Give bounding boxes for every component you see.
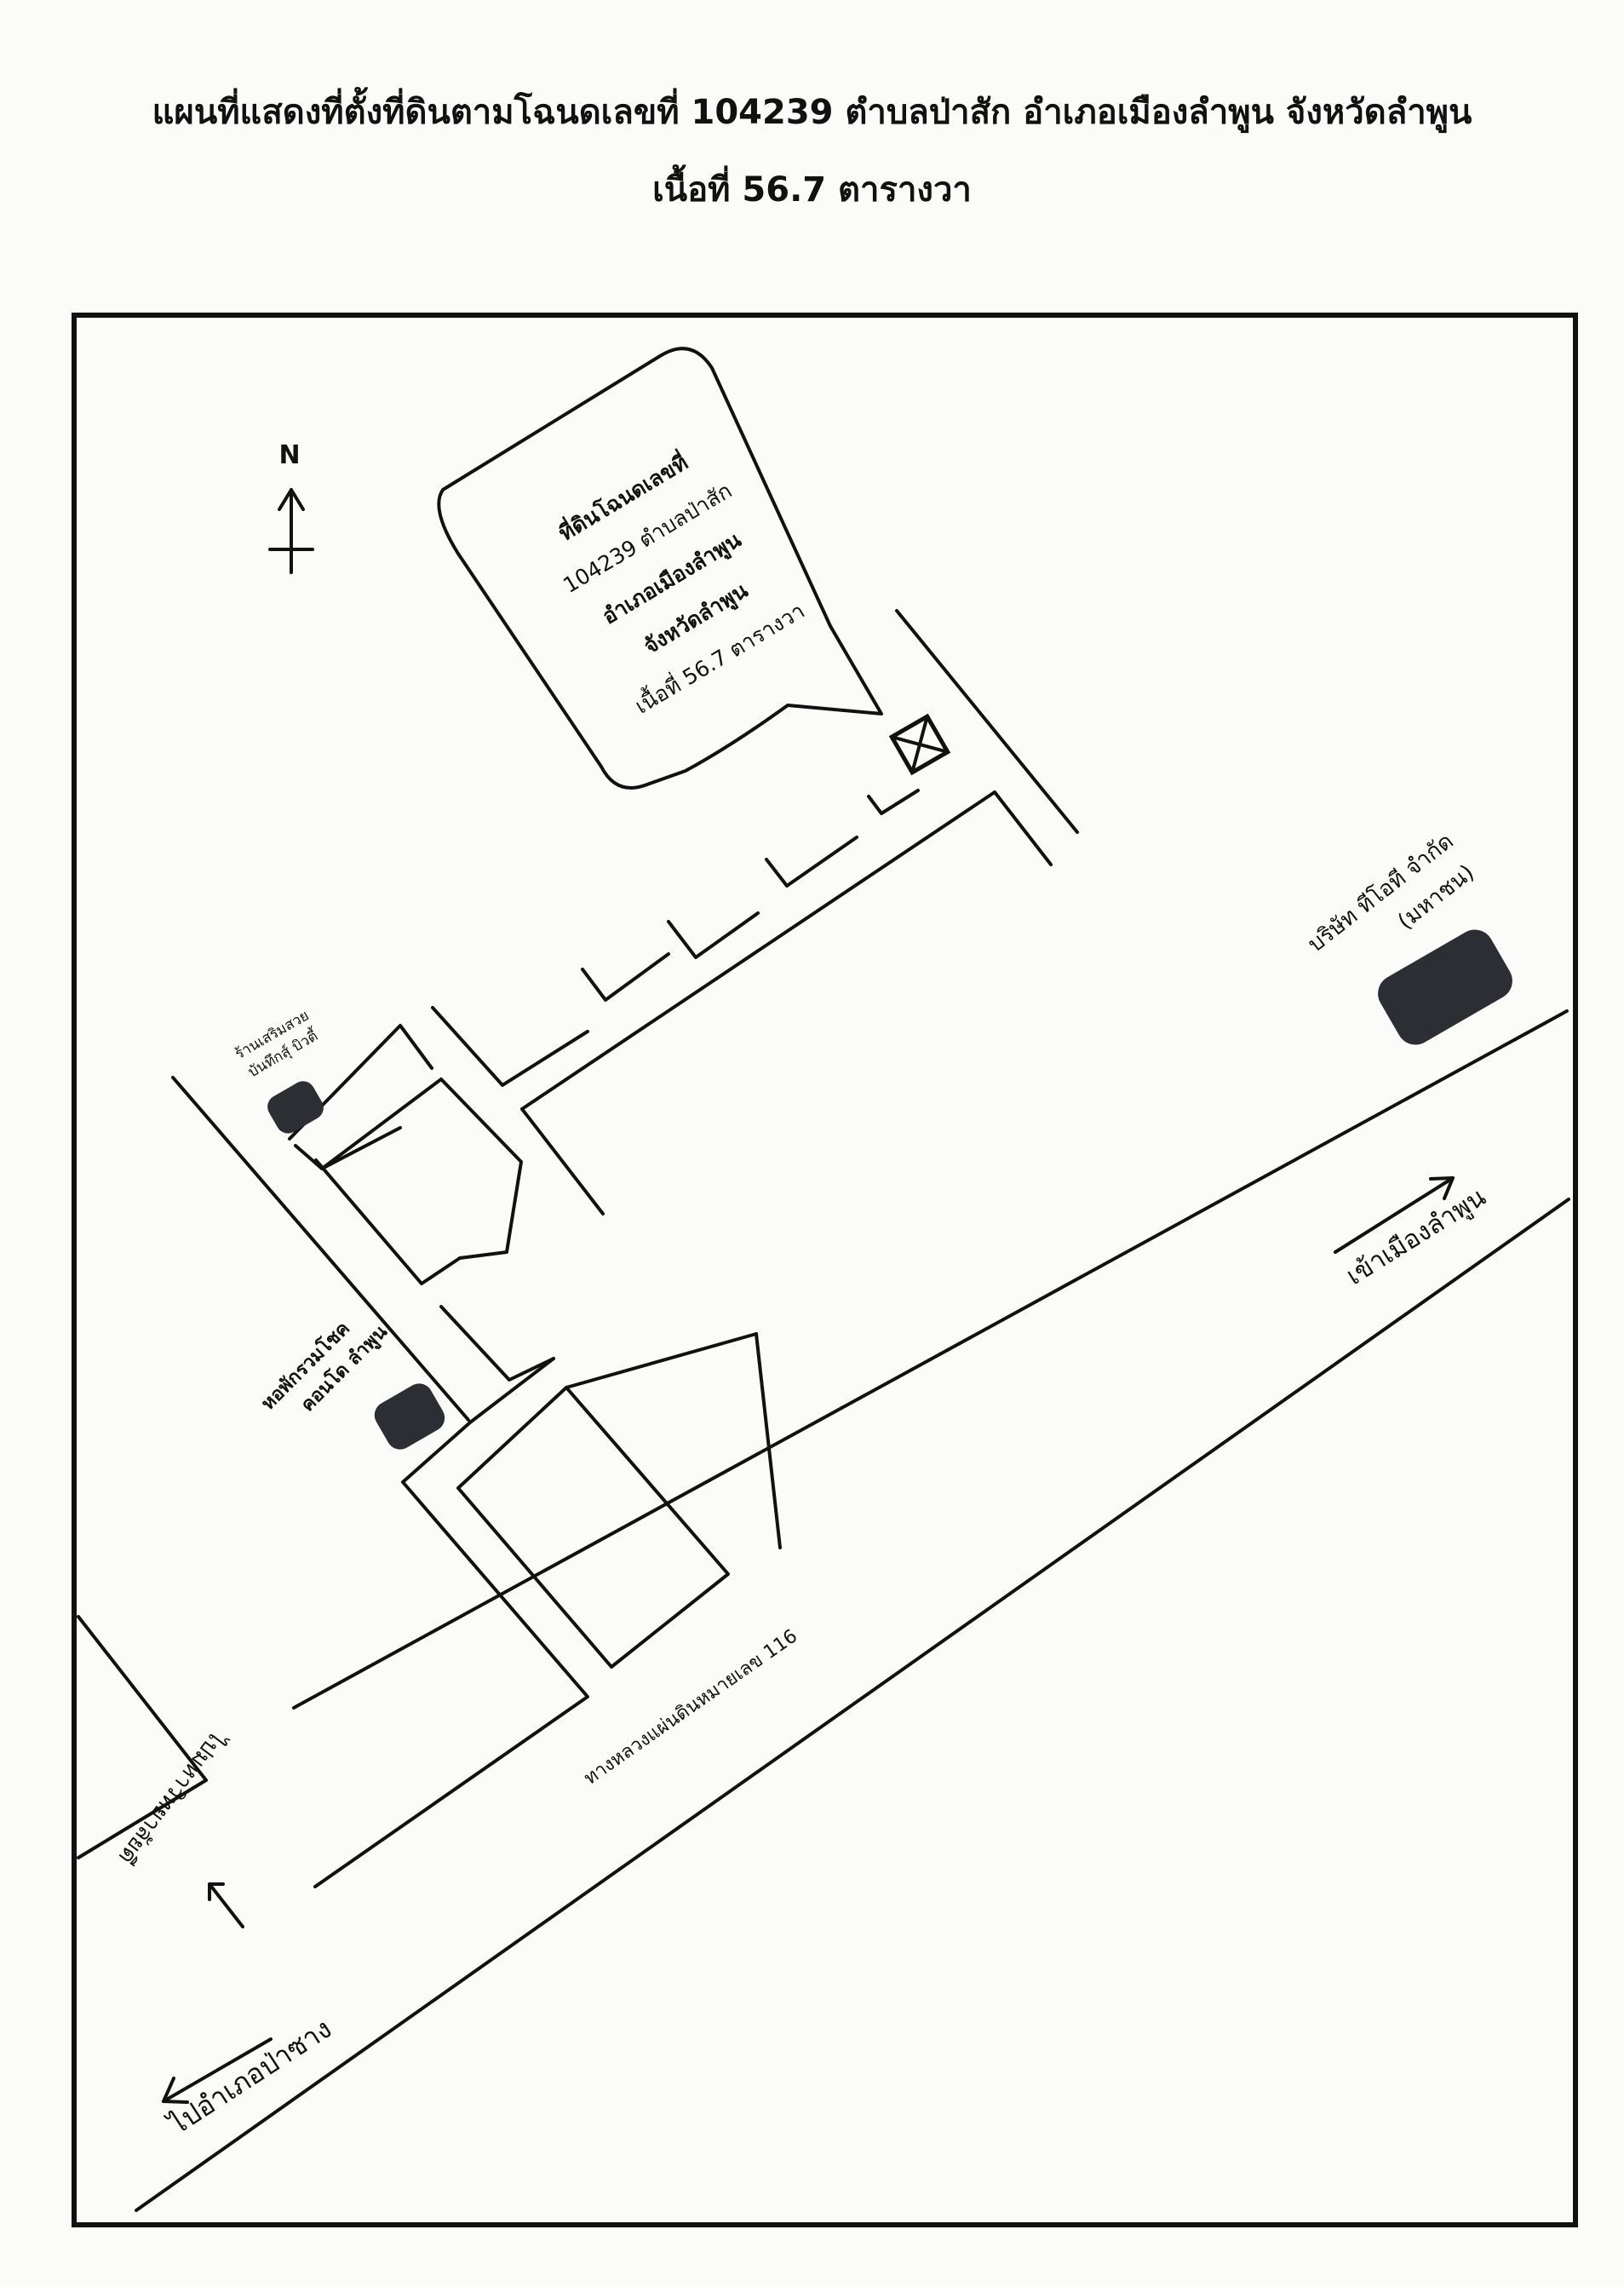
dorm-building (374, 1383, 445, 1450)
to-side-arrow-icon (208, 1882, 225, 1901)
to-city-direction: เข้าเมืองลำพูน (1334, 1176, 1491, 1291)
north-label: N (278, 440, 300, 470)
to-side-label: ไปมหาวิทยาลัยดี (113, 1724, 232, 1869)
map-frame (72, 313, 1578, 2227)
parcel-marker-icon (888, 713, 951, 776)
tot-company-landmark: บริษัท ทีโอที จำกัด (มหาชน) (1303, 828, 1512, 1045)
to-city-arrow-icon (1429, 1176, 1455, 1200)
soi-road (431, 609, 1079, 1215)
to-city-label: เข้าเมืองลำพูน (1341, 1182, 1491, 1291)
tot-building (1378, 929, 1512, 1045)
highway-116 (135, 1009, 1570, 2212)
beauty-salon-landmark: ร้านเสริมสวย บันทึกสุ์ บิวตี้ (232, 1007, 324, 1134)
to-pasang-label: ไปอำเภอป่าซาง (162, 2012, 337, 2141)
map-subtitle-area: เนื้อที่ 56.7 ตารางวา (652, 170, 972, 210)
map-title: แผนที่แสดงที่ตั้งที่ดินตามโฉนดเลขที่ 104… (152, 93, 1472, 132)
side-road (77, 1024, 782, 1888)
dormitory-landmark: หอพักรวมโชค คอนโด ลำพูน (256, 1317, 445, 1450)
parcel-callout: ที่ดินโฉนดเลขที่ 104239 ตำบลป่าสัก อำเภอ… (437, 347, 883, 790)
north-arrow-icon: N (268, 440, 314, 574)
salon-building (267, 1081, 324, 1134)
to-pasang-arrow-icon (162, 2077, 189, 2104)
to-pasang-direction: ไปอำเภอป่าซาง (162, 2012, 337, 2141)
callout-bubble (437, 347, 883, 790)
